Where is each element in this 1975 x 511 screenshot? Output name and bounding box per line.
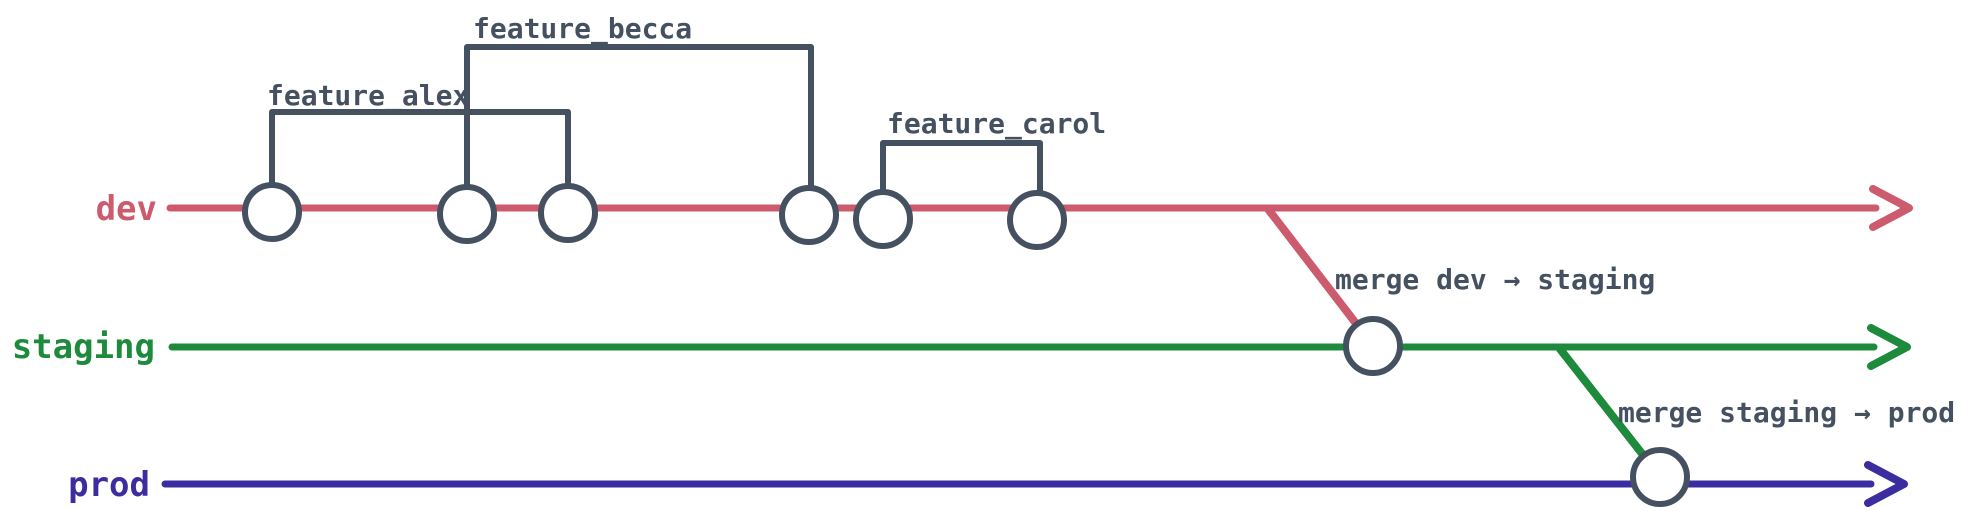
feature-carol-bracket: [880, 140, 1043, 198]
dev-arrow-head-icon: [1869, 185, 1913, 231]
merge-dev-to-staging-line: [1264, 205, 1375, 347]
prod-arrow-head-icon: [1864, 461, 1908, 507]
commit-node-1: [242, 182, 302, 242]
feature-alex-bracket: [269, 109, 571, 191]
prod-branch-label: prod: [68, 465, 150, 505]
feature-becca-label: feature_becca: [473, 12, 692, 45]
commit-node-2: [437, 184, 497, 244]
merge-staging-to-prod-label: merge staging → prod: [1618, 396, 1955, 429]
commit-node-4: [779, 185, 839, 245]
merge-dev-to-staging-label: merge dev → staging: [1335, 263, 1655, 296]
prod-merge-commit-node: [1630, 447, 1690, 507]
commit-node-5: [853, 189, 913, 249]
feature-alex-label: feature_alex: [267, 79, 469, 112]
dev-branch-label: dev: [96, 189, 157, 229]
commit-node-6: [1007, 190, 1067, 250]
dev-commits: [242, 182, 1067, 250]
staging-branch-label: staging: [12, 327, 155, 367]
feature-becca-bracket: [464, 44, 814, 193]
commit-node-3: [538, 183, 598, 243]
feature-carol-label: feature_carol: [887, 107, 1106, 140]
staging-merge-commit-node: [1343, 316, 1403, 376]
staging-branch: [168, 324, 1911, 370]
staging-arrow-head-icon: [1867, 324, 1911, 370]
prod-branch: [161, 461, 1908, 507]
merge-staging-to-prod-line: [1556, 345, 1662, 478]
